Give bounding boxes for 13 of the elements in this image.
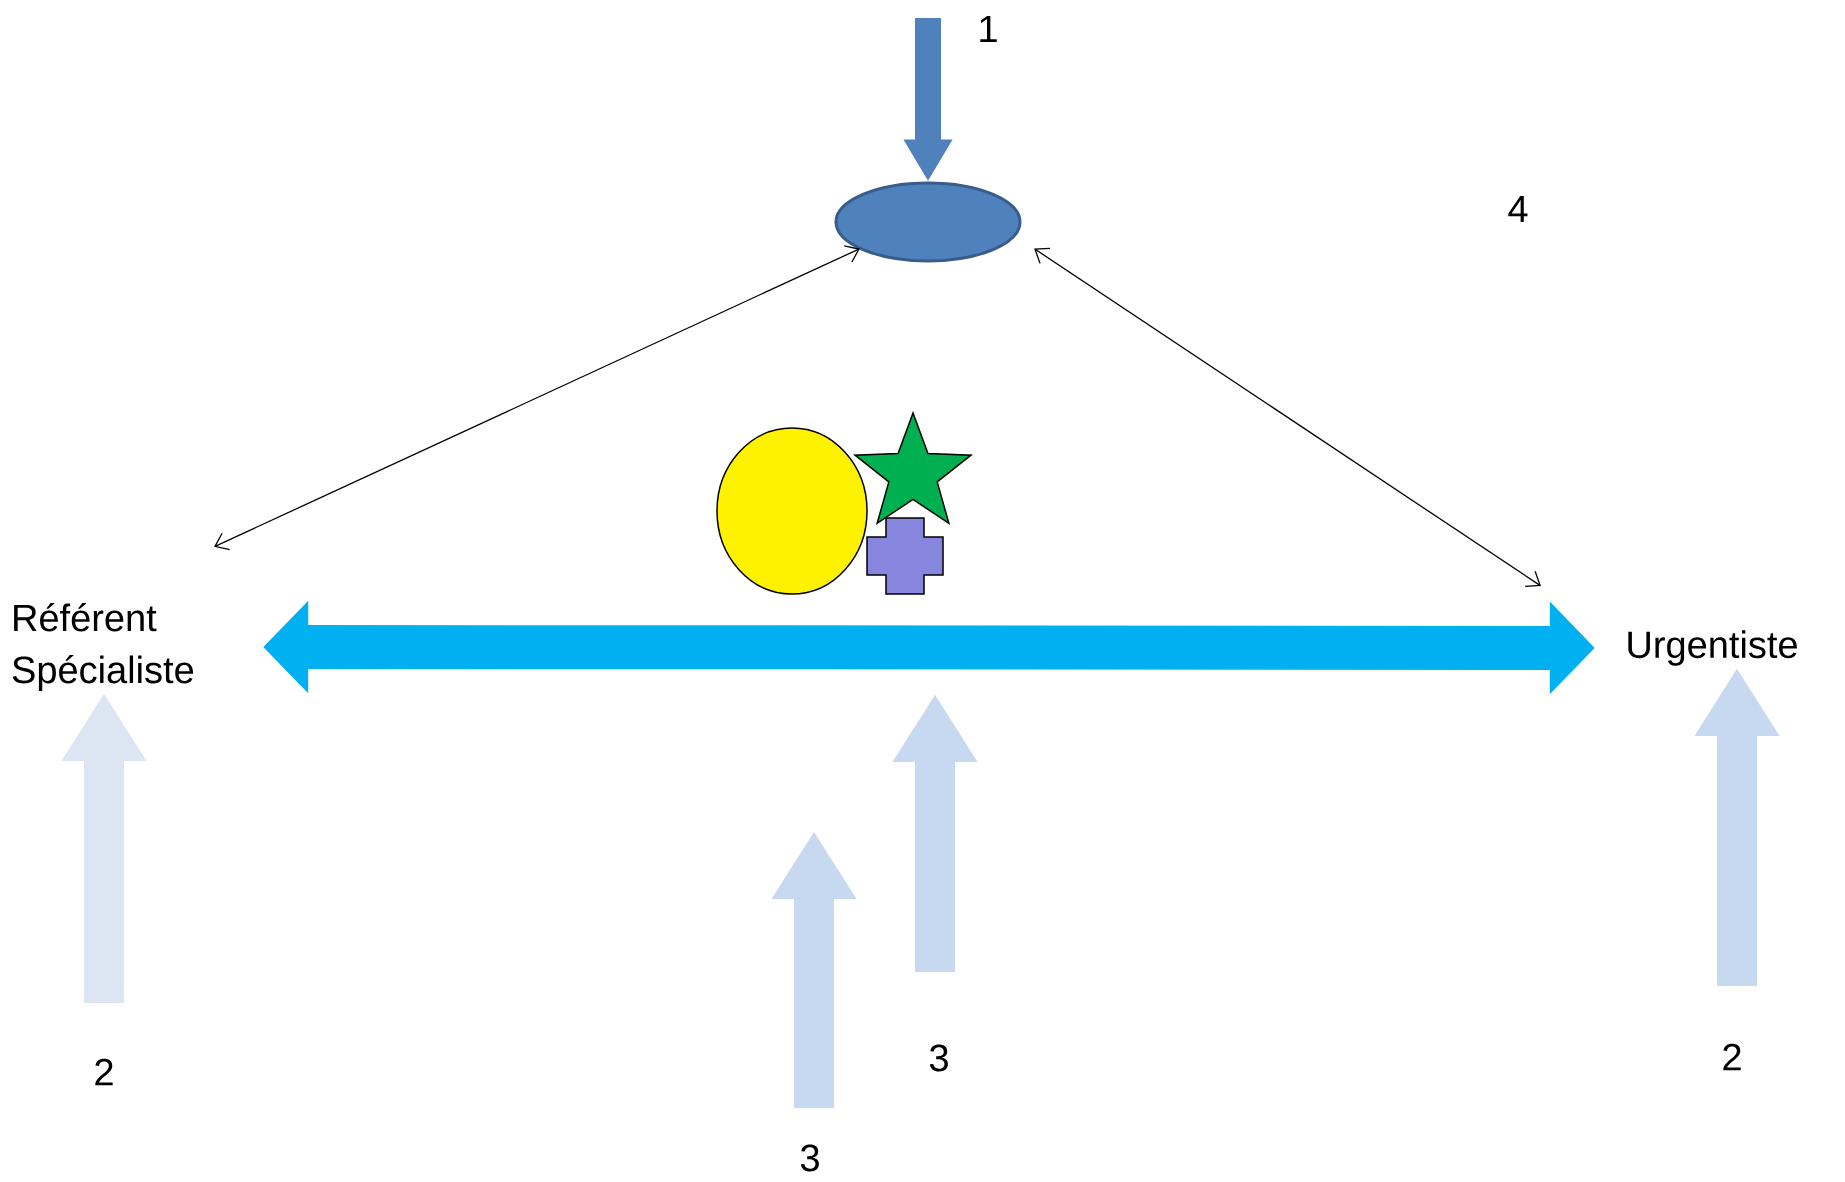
callout-number: 3 <box>800 1144 819 1172</box>
callout-number: 4 <box>1508 195 1528 223</box>
callout-number: 2 <box>1723 1043 1741 1071</box>
callout-number: 2 <box>95 1058 113 1086</box>
cross-shape <box>866 517 944 595</box>
arrow <box>214 245 860 551</box>
role-label: Référent Spécialiste <box>12 603 194 691</box>
ellipse-shape <box>834 181 1022 263</box>
callout-number: 1 <box>980 15 997 43</box>
circle-shape <box>716 427 868 595</box>
callout-number: 3 <box>929 1044 948 1072</box>
arrow <box>1034 247 1541 587</box>
role-label: Urgentiste <box>1628 630 1797 666</box>
